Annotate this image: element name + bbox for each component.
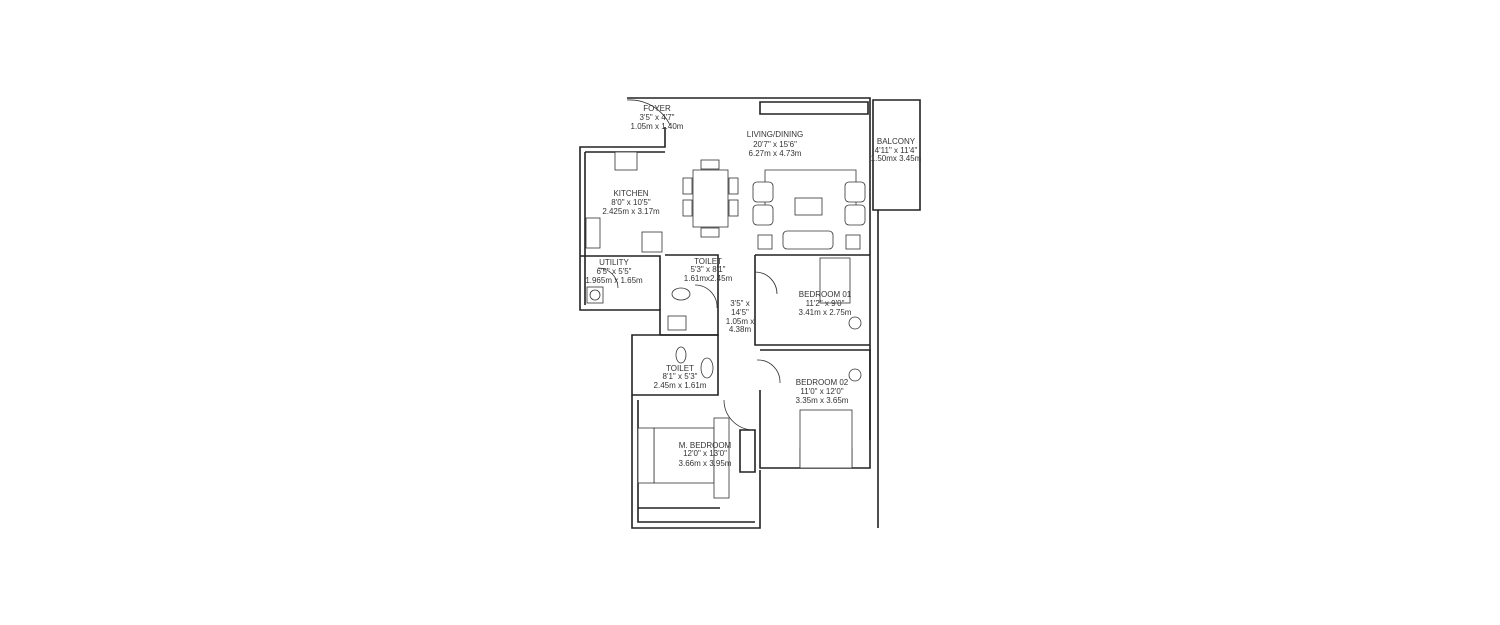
armchair [752, 181, 774, 203]
walls [579, 97, 921, 529]
bedroom2-name: BEDROOM 02 [796, 378, 849, 387]
passage-imperial-b: 14'5" [731, 308, 749, 317]
bedroom2-metric: 3.35m x 3.65m [796, 396, 849, 405]
stove [614, 151, 638, 171]
bedroom2-imperial: 11'0" x 12'0" [800, 387, 843, 396]
balcony-imperial: 4'11" x 11'4" [875, 146, 918, 155]
bed-01 [819, 257, 851, 304]
bedroom1-metric: 3.41m x 2.75m [799, 308, 852, 317]
utility-imperial: 6'5" x 5'5" [597, 267, 632, 276]
foyer-name: FOYER [643, 104, 671, 113]
sofa [782, 230, 834, 250]
sink [585, 217, 601, 249]
toilet1-metric: 1.61mx2.45m [684, 274, 733, 283]
toilet2-name: TOILET [666, 364, 694, 373]
kitchen-name: KITCHEN [613, 189, 648, 198]
furniture [585, 151, 866, 499]
toilet2-metric: 2.45m x 1.61m [654, 381, 707, 390]
foyer-imperial: 3'5" x 4'7" [640, 113, 675, 122]
coffee-table [794, 197, 823, 216]
bedroom1-name: BEDROOM 01 [799, 290, 852, 299]
toilet1-imperial: 5'3" x 8'1" [691, 265, 726, 274]
utility-metric: 1.965m x 1.65m [585, 276, 643, 285]
toilet2-imperial: 8'1" x 5'3" [663, 372, 698, 381]
passage-imperial-a: 3'5" x [730, 299, 750, 308]
balcony-name: BALCONY [877, 137, 916, 146]
dining-table [692, 169, 729, 228]
living-metric: 6.27m x 4.73m [749, 149, 802, 158]
passage-metric-a: 1.05m x [726, 317, 754, 326]
toilet1-name: TOILET [694, 257, 722, 266]
master-metric: 3.66m x 3.95m [679, 459, 732, 468]
toilet-bowl [667, 315, 687, 331]
passage-metric-b: 4.38m [729, 325, 752, 334]
bedroom1-imperial: 11'2" x 9'0" [806, 299, 845, 308]
master-imperial: 12'0" x 13'0" [683, 449, 727, 458]
foyer-metric: 1.05m x 1.40m [631, 122, 684, 131]
living-imperial: 20'7" x 15'6" [753, 140, 797, 149]
kitchen-metric: 2.425m x 3.17m [602, 207, 660, 216]
utility-name: UTILITY [599, 258, 629, 267]
kitchen-imperial: 8'0" x 10'5" [611, 198, 651, 207]
doors [597, 99, 781, 431]
living-name: LIVING/DINING [747, 130, 803, 139]
master-name: M. BEDROOM [679, 441, 732, 450]
balcony-metric: 1.50mx 3.45m [871, 154, 922, 163]
washing-machine [586, 286, 604, 304]
room-labels: FOYER 3'5" x 4'7" 1.05m x 1.40m LIVING/D… [585, 104, 921, 468]
